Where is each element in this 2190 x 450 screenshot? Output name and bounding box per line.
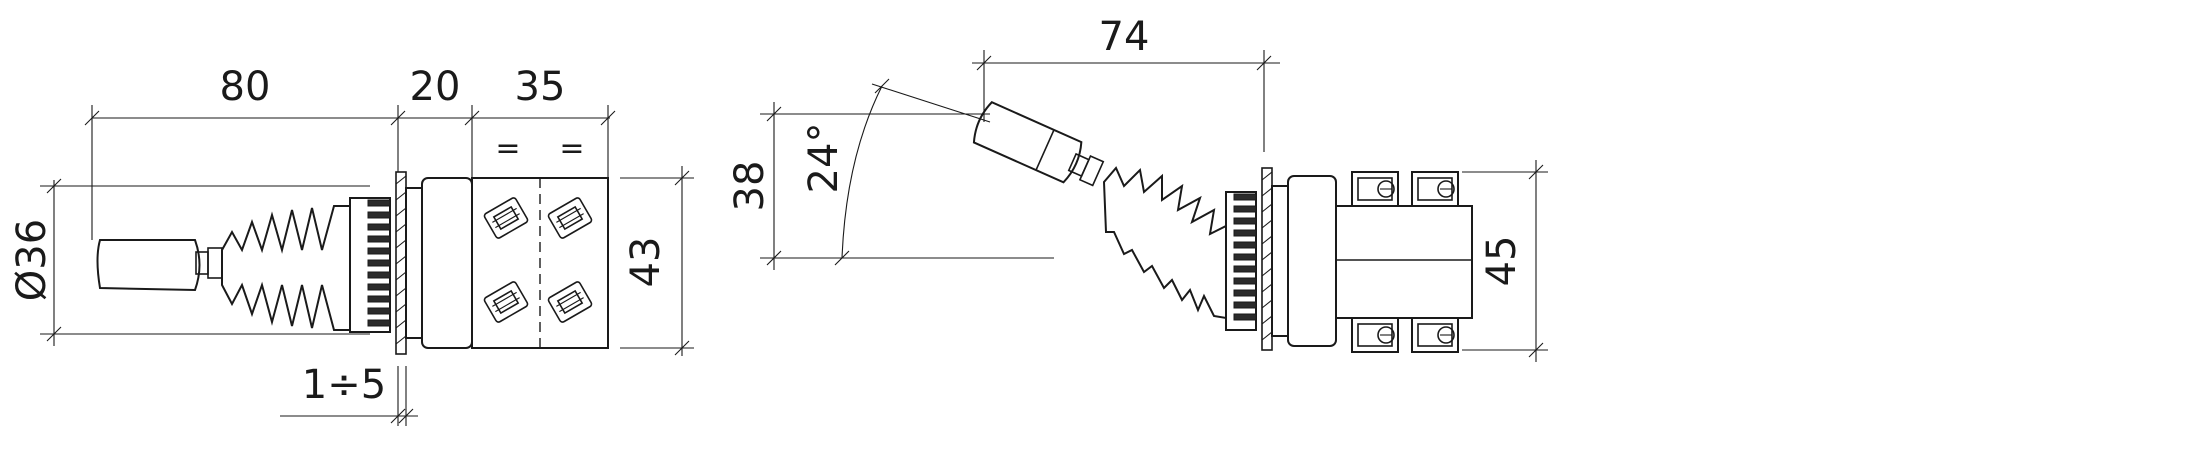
diameter-dimension bbox=[40, 178, 370, 346]
reach-dimension bbox=[972, 50, 1280, 152]
panel-hatch-right bbox=[1261, 171, 1273, 341]
terminal-icon bbox=[483, 281, 529, 323]
screw-terminals-top bbox=[1351, 171, 1459, 207]
housing bbox=[421, 177, 473, 349]
equal-mark: = bbox=[559, 131, 584, 166]
flange bbox=[405, 187, 423, 339]
dim-height-right: 45 bbox=[1479, 236, 1525, 287]
nut-ribs-right bbox=[1233, 193, 1257, 321]
panel-hatch bbox=[395, 175, 407, 345]
tilted-bellows bbox=[1102, 166, 1227, 320]
right-height-dimension bbox=[1462, 160, 1548, 362]
tilted-handle bbox=[972, 101, 1105, 187]
left-top-dimensions bbox=[84, 105, 616, 240]
flange-right bbox=[1271, 185, 1289, 337]
dim-lever-height: 38 bbox=[727, 161, 773, 212]
dim-handle-length: 80 bbox=[220, 64, 271, 110]
lever-height-dimension bbox=[760, 102, 1054, 270]
handle-knob bbox=[96, 239, 201, 292]
angle-dimension bbox=[834, 78, 991, 266]
terminal-icon bbox=[547, 281, 593, 323]
dim-panel: 1÷5 bbox=[302, 362, 386, 408]
stem-collar bbox=[207, 247, 223, 279]
contact-block-right bbox=[1335, 205, 1473, 319]
terminal-icon bbox=[483, 197, 529, 239]
dim-diameter: Ø36 bbox=[9, 219, 55, 301]
left-view: 80 20 35 = = Ø36 43 bbox=[9, 64, 694, 426]
housing-right bbox=[1287, 175, 1337, 347]
equal-mark: = bbox=[495, 131, 520, 166]
terminals bbox=[483, 197, 593, 323]
dim-angle: 24° bbox=[801, 123, 847, 194]
ribbed-nut-right bbox=[1225, 191, 1257, 331]
dim-body: 35 bbox=[515, 64, 566, 110]
dim-flange: 20 bbox=[410, 64, 461, 110]
screw-terminals-bottom bbox=[1351, 317, 1459, 353]
panel-dimension bbox=[280, 366, 418, 426]
terminal-icon bbox=[547, 197, 593, 239]
dim-height-left: 43 bbox=[623, 237, 669, 288]
bellows-boot bbox=[221, 205, 351, 331]
nut-ribs bbox=[367, 199, 391, 327]
right-view: 74 38 24° 45 bbox=[727, 14, 1548, 362]
dim-lever-reach: 74 bbox=[1099, 14, 1150, 60]
left-height-dimension bbox=[620, 166, 694, 356]
